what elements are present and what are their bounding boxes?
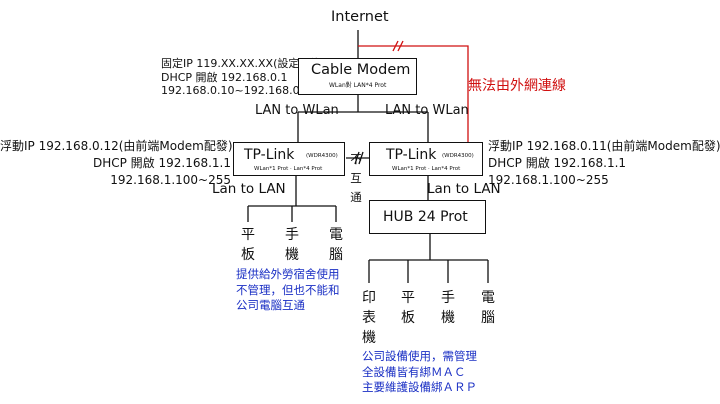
left-router-box: TP-Link (WDR4300) WLan*1 Prot · Lan*4 Pr… (233, 142, 345, 176)
right-devices-note: 公司設備使用，需管理 全設備皆有綁ＭＡＣ 主要維護設備綁ＡＲＰ (362, 349, 477, 394)
hub-title: HUB 24 Prot (383, 209, 468, 225)
left-device-tablet: 平板 (241, 227, 255, 263)
red-break-slash-1 (392, 40, 399, 52)
red-external-line (358, 45, 469, 142)
right-router-title: TP-Link (386, 147, 437, 163)
red-break-slash-2 (397, 40, 404, 52)
internet-label: Internet (331, 9, 389, 25)
left-device-phone: 手機 (285, 227, 299, 263)
not-connected-label: 不互通 (350, 152, 362, 204)
hub-box: HUB 24 Prot (369, 200, 486, 234)
left-router-sub: WLan*1 Prot · Lan*4 Prot (254, 166, 323, 172)
right-device-phone: 手機 (441, 290, 455, 326)
left-device-computer: 電腦 (329, 227, 343, 263)
cable-modem-title: Cable Modem (311, 62, 411, 78)
right-router-model: (WDR4300) (442, 153, 474, 159)
left-devices-note: 提供給外勞宿舍使用 不管理，但也不能和 公司電腦互通 (236, 267, 340, 312)
cable-modem-box: Cable Modem WLan對 LAN*4 Prot (298, 58, 417, 95)
right-router-box: TP-Link (WDR4300) WLan*1 Prot · Lan*4 Pr… (369, 142, 483, 176)
lan-to-lan-right-label: Lan to LAN (427, 181, 501, 197)
left-router-title: TP-Link (244, 147, 295, 163)
right-device-printer: 印表機 (362, 290, 376, 346)
cable-modem-sub: WLan對 LAN*4 Prot (329, 82, 387, 89)
no-external-access-label: 無法由外網連線 (468, 78, 566, 94)
lan-to-wlan-right-label: LAN to WLan (385, 103, 469, 118)
right-device-computer: 電腦 (481, 290, 495, 326)
left-router-note: 浮動IP 192.168.0.12(由前端Modem配發) DHCP 開啟 19… (0, 139, 233, 187)
left-router-model: (WDR4300) (306, 153, 338, 159)
lan-to-wlan-left-label: LAN to WLan (255, 103, 339, 118)
router-break-slash-2 (358, 151, 364, 165)
right-device-tablet: 平板 (401, 290, 415, 326)
right-router-note: 浮動IP 192.168.0.11(由前端Modem配發) DHCP 開啟 19… (488, 139, 720, 187)
right-router-sub: WLan*1 Prot · Lan*4 Prot (392, 166, 461, 172)
router-break-slash-1 (354, 151, 360, 165)
lan-to-lan-left-label: Lan to LAN (212, 181, 286, 197)
